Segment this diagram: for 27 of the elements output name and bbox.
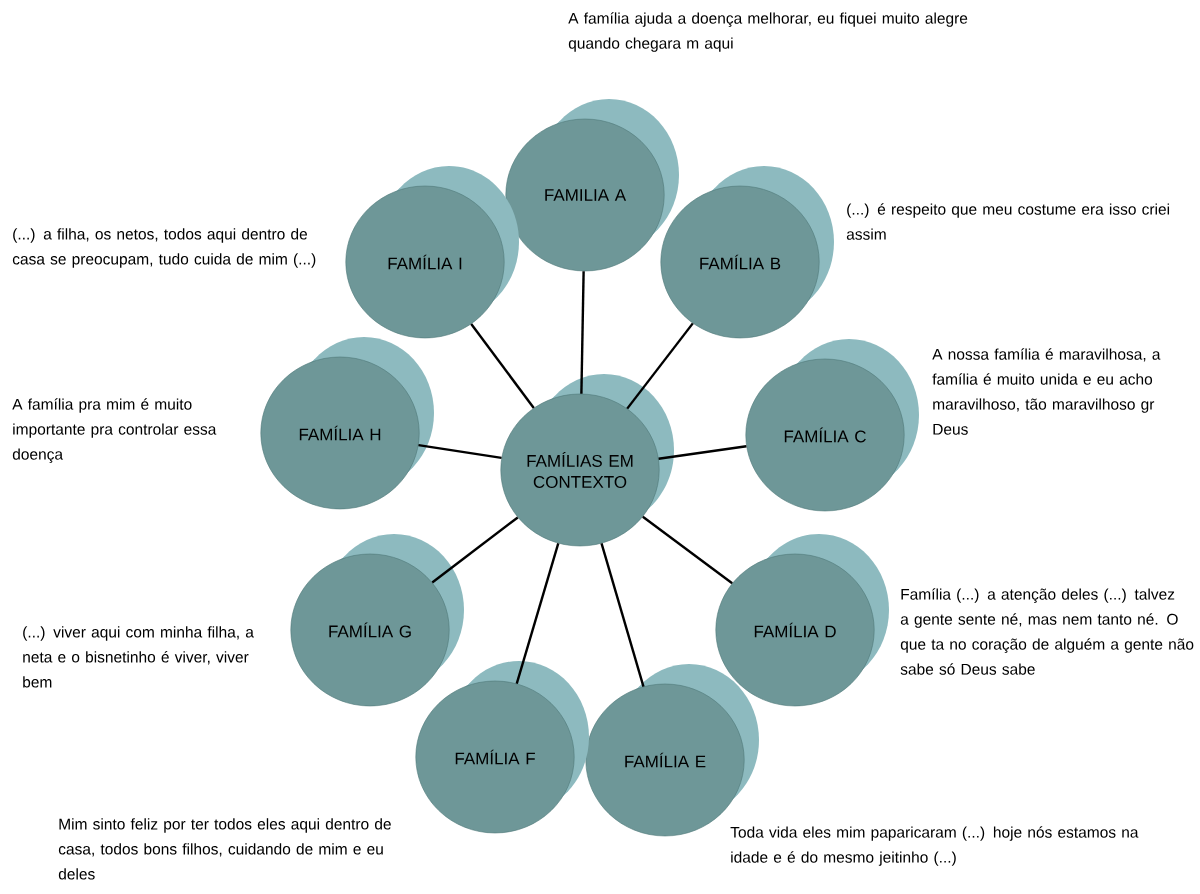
connector-line [658,445,747,460]
connector-line [470,323,535,409]
cylinder: FAMÍLIA D [715,534,889,707]
cylinder: FAMÍLIA C [745,339,919,512]
connector-line [600,543,645,687]
quote-text: (...) viver aqui com minha filha, a neta e o bisnetinho é viver, viver bem [23,626,254,688]
cylinder: FAMÍLIA I [345,166,519,339]
quote-text: A família pra mim é muito importante pra controlar essa doença [12,398,217,463]
quote-text: (...) é respeito que meu costume era isso criei assim [846,203,1169,240]
connector-line [515,543,560,684]
quote-text: Mim sinto feliz por ter todos eles aqui dentro de casa, todos bons filhos, cuidando de mim e eu deles [58,818,391,880]
cylinder: FAMÍLIA F [415,661,589,834]
connector-line [626,322,694,410]
connector-line [580,271,585,394]
quote-text: A família ajuda a doença melhorar, eu fiquei muito alegre quando chegara m aqui [568,12,968,52]
cylinder: FAMÍLIA G [290,534,464,707]
connector-line [431,516,519,584]
cylinder: FAMÍLIA H [260,337,434,510]
quote-text: A nossa família é maravilhosa, a família é muito unida e eu acho maravilhoso, tão maravilhoso gr Deus [932,348,1161,435]
cylinder: FAMÍLIA B [660,166,834,339]
connector-line [642,515,733,585]
quote-text: (...) a filha, os netos, todos aqui dentro de casa se preocupam, tudo cuida de mim (...) [12,228,316,268]
cylinder: FAMÍLIAS EM CONTEXTO [500,374,674,547]
quote-text: Família (...) a atenção deles (...) talvez a gente sente né, mas nem tanto né. O que ta no coração de alguém a gente não sabe só Deus sabe [900,588,1194,675]
connector-line [418,443,502,460]
cylinder: FAMILIA A [505,99,679,272]
quote-text: Toda vida eles mim paparicaram (...) hoje nós estamos na idade e é do mesmo jeitinho (...) [730,826,1139,866]
